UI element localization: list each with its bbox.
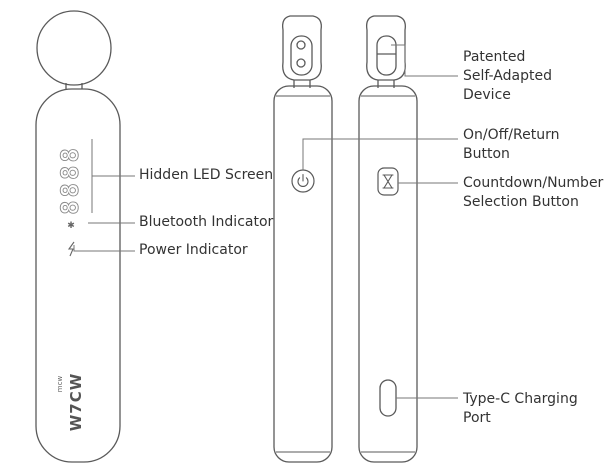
front-body	[35, 88, 121, 463]
leader-patented	[391, 44, 458, 77]
brand-logo: W7CW	[67, 373, 85, 432]
label-patented-line2: Self-Adapted	[463, 68, 552, 84]
side-head-right	[366, 15, 406, 81]
clip-slot-left	[290, 35, 313, 76]
label-countdown-line2: Selection Button	[463, 194, 579, 210]
bluetooth-icon: ✱	[67, 221, 75, 231]
label-bluetooth-indicator: Bluetooth Indicator	[139, 214, 274, 230]
clip-dot-top	[296, 40, 306, 50]
side-head-left	[282, 15, 322, 81]
leader-onoff	[302, 138, 458, 170]
lightning-icon	[67, 241, 75, 257]
label-power-indicator: Power Indicator	[139, 242, 248, 258]
front-view	[35, 10, 121, 463]
leader-led	[91, 139, 135, 213]
label-hidden-led-screen: Hidden LED Screen	[139, 167, 274, 183]
side-view-left	[273, 15, 333, 463]
led-screen: 8888	[56, 145, 85, 216]
label-typec-line1: Type-C Charging	[463, 391, 578, 407]
power-button	[291, 169, 315, 193]
side-neck-left	[293, 80, 311, 88]
label-typec-line2: Port	[463, 410, 491, 426]
brand-wordmark: W7CW	[67, 373, 85, 432]
label-patented-line1: Patented	[463, 49, 526, 65]
side-neck-right	[377, 80, 395, 88]
side-body-left	[273, 85, 333, 463]
type-c-port	[379, 379, 397, 417]
led-digits: 8888	[56, 145, 84, 215]
label-patented-line3: Device	[463, 87, 511, 103]
countdown-button	[377, 167, 399, 196]
leader-power	[73, 245, 135, 252]
brand-sub: mcw	[56, 376, 64, 393]
power-icon	[297, 173, 309, 187]
label-countdown-line1: Countdown/Number	[463, 175, 604, 191]
label-onoff-line1: On/Off/Return	[463, 127, 560, 143]
brand-subtext: mcw	[56, 376, 64, 393]
clip-dot-bottom	[296, 58, 306, 68]
neck	[65, 83, 83, 89]
side-body-right	[358, 85, 418, 463]
side-view-right	[358, 15, 418, 463]
round-head	[36, 10, 112, 86]
clip-slot-right	[376, 35, 397, 76]
label-onoff-line2: Button	[463, 146, 510, 162]
hourglass-icon	[382, 174, 394, 189]
